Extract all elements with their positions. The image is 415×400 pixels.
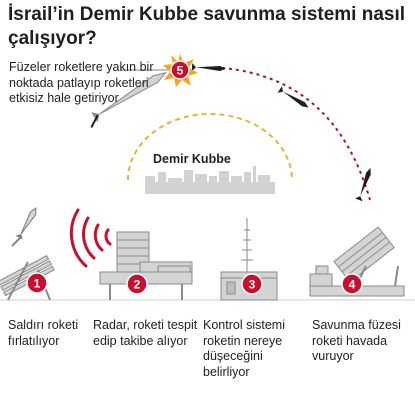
step-label-launch: Saldırı roketi fırlatılıyor (8, 318, 79, 348)
intercept-description: Füzeler roketlere yakın bir noktada patl… (9, 60, 154, 105)
defense-missile-icon (355, 167, 371, 202)
step-label-control: Kontrol sistemi roketin nereye düşeceğin… (203, 318, 285, 379)
attack-rocket-icon (191, 63, 226, 72)
dome-label: Demir Kubbe (153, 152, 231, 166)
rocket-trajectory (221, 67, 371, 201)
step-badge-4: 4 (341, 273, 363, 295)
control-antenna-icon (241, 218, 253, 272)
svg-text:2: 2 (134, 278, 141, 292)
svg-text:1: 1 (34, 277, 41, 291)
step-label-radar: Radar, roketi tespit edip takibe alıyor (93, 318, 198, 348)
radar-waves-icon (69, 208, 112, 268)
step-badge-3: 3 (241, 273, 263, 295)
city-skyline-icon (145, 166, 275, 194)
step-label-intercept: Savunma füzesi roketi havada vuruyor (312, 318, 401, 363)
step-badge-5: 5 (170, 60, 190, 80)
radar-icon (99, 231, 193, 300)
svg-text:5: 5 (177, 64, 184, 78)
interceptor-missile-icon (90, 71, 167, 128)
step-badge-1: 1 (26, 272, 48, 294)
svg-text:4: 4 (349, 278, 356, 292)
step-badge-2: 2 (126, 273, 148, 295)
page-title: İsrail’in Demir Kubbe savunma sistemi na… (8, 4, 406, 49)
dome-arc (127, 113, 293, 181)
svg-text:3: 3 (249, 278, 256, 292)
attack-rocket-icon (277, 86, 309, 108)
